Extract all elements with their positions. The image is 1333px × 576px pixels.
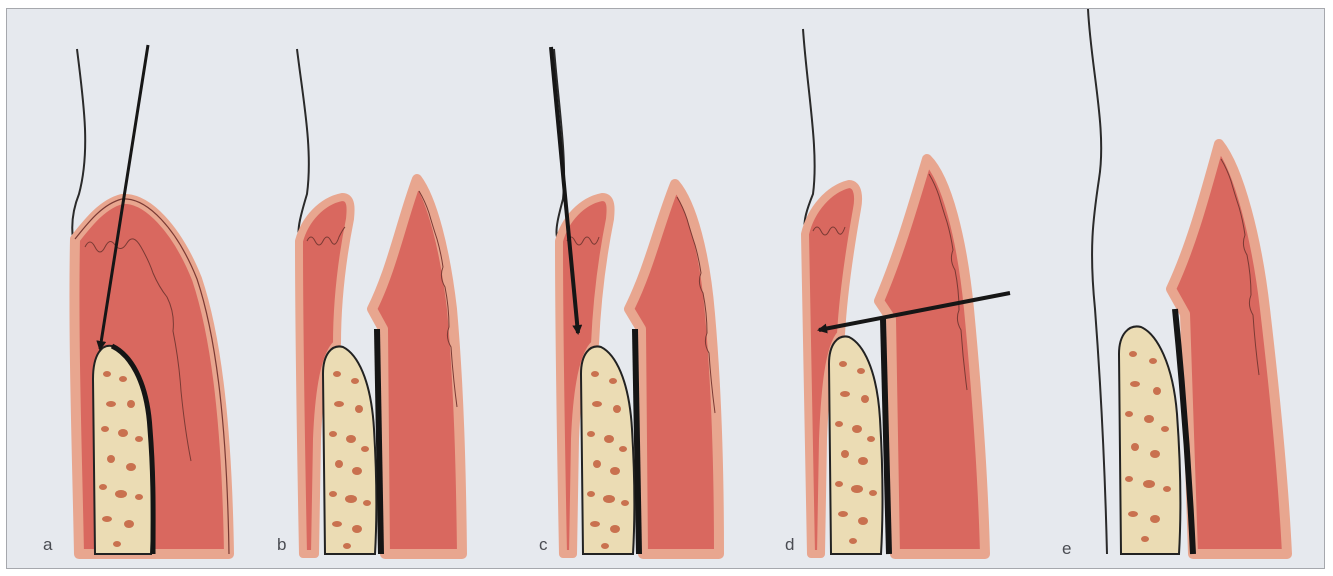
panel-label-e: e [1062,539,1071,559]
tooth-surface-line [803,29,815,231]
root-surface [377,329,381,554]
outer-flap [629,184,719,554]
outer-flap [372,179,462,554]
panel-b [297,49,462,554]
tooth-surface-line [72,49,85,239]
tooth-surface-line [1088,9,1107,554]
outer-flap [879,159,985,554]
tooth-surface-line [297,49,309,237]
panel-e [1088,9,1287,554]
periodontal-surgery-diagram: a b c d e [6,8,1325,569]
panel-d [803,29,1010,554]
panel-c [551,47,719,554]
diagram-svg [7,9,1325,569]
panel-label-a: a [43,535,52,555]
panel-label-c: c [539,535,548,555]
panel-a [72,45,229,554]
root-surface [635,329,639,554]
panel-label-d: d [785,535,794,555]
panel-label-b: b [277,535,286,555]
alveolar-bone [829,336,882,554]
